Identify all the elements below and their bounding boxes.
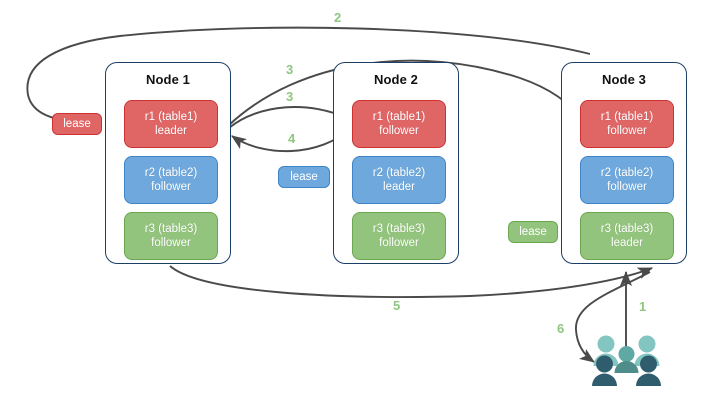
replica-r2[interactable]: r2 (table2) follower [580,156,674,204]
lease-badge-green[interactable]: lease [508,221,558,243]
replica-r3[interactable]: r3 (table3) follower [352,212,446,260]
replica-r2[interactable]: r2 (table2) leader [352,156,446,204]
replica-name: r1 (table1) [144,111,198,123]
replica-r3[interactable]: r3 (table3) leader [580,212,674,260]
node-box-3[interactable]: Node 3 r1 (table1) follower r2 (table2) … [561,62,687,264]
replica-name: r3 (table3) [372,223,426,235]
replica-role: follower [379,237,419,249]
replica-r2[interactable]: r2 (table2) follower [124,156,218,204]
replica-name: r1 (table1) [600,111,654,123]
replica-name: r2 (table2) [600,167,654,179]
step-label-6: 6 [557,321,565,336]
replica-r1[interactable]: r1 (table1) follower [580,100,674,148]
lease-badge-blue[interactable]: lease [278,166,330,188]
replica-r3[interactable]: r3 (table3) follower [124,212,218,260]
step-label-3-lower: 3 [286,89,294,104]
step-label-4: 4 [288,131,296,146]
step-label-3-upper: 3 [286,62,294,77]
node-title: Node 3 [602,72,646,87]
replica-role: follower [607,181,647,193]
replica-role: follower [379,125,419,137]
node-title: Node 2 [374,72,418,87]
replica-name: r3 (table3) [600,223,654,235]
step-label-1: 1 [639,299,647,314]
arrow-step-6 [575,271,651,363]
replica-role: leader [383,181,415,193]
arrow-step-2 [26,26,591,130]
arrow-step-5 [169,265,654,298]
replica-name: r3 (table3) [144,223,198,235]
replica-role: follower [607,125,647,137]
node-title: Node 1 [146,72,190,87]
replica-role: follower [151,181,191,193]
replica-name: r1 (table1) [372,111,426,123]
replica-role: leader [611,237,643,249]
node-box-2[interactable]: Node 2 r1 (table1) follower r2 (table2) … [333,62,459,264]
replica-role: leader [155,125,187,137]
replica-name: r2 (table2) [372,167,426,179]
people-group-icon [592,333,662,389]
replica-r1[interactable]: r1 (table1) leader [124,100,218,148]
step-label-2: 2 [334,10,342,25]
step-label-5: 5 [393,298,401,313]
node-box-1[interactable]: Node 1 r1 (table1) leader r2 (table2) fo… [105,62,231,264]
arrow-step-3-to-node3 [227,59,581,127]
lease-badge-red[interactable]: lease [52,113,102,135]
replica-role: follower [151,237,191,249]
replica-name: r2 (table2) [144,167,198,179]
replica-r1[interactable]: r1 (table1) follower [352,100,446,148]
